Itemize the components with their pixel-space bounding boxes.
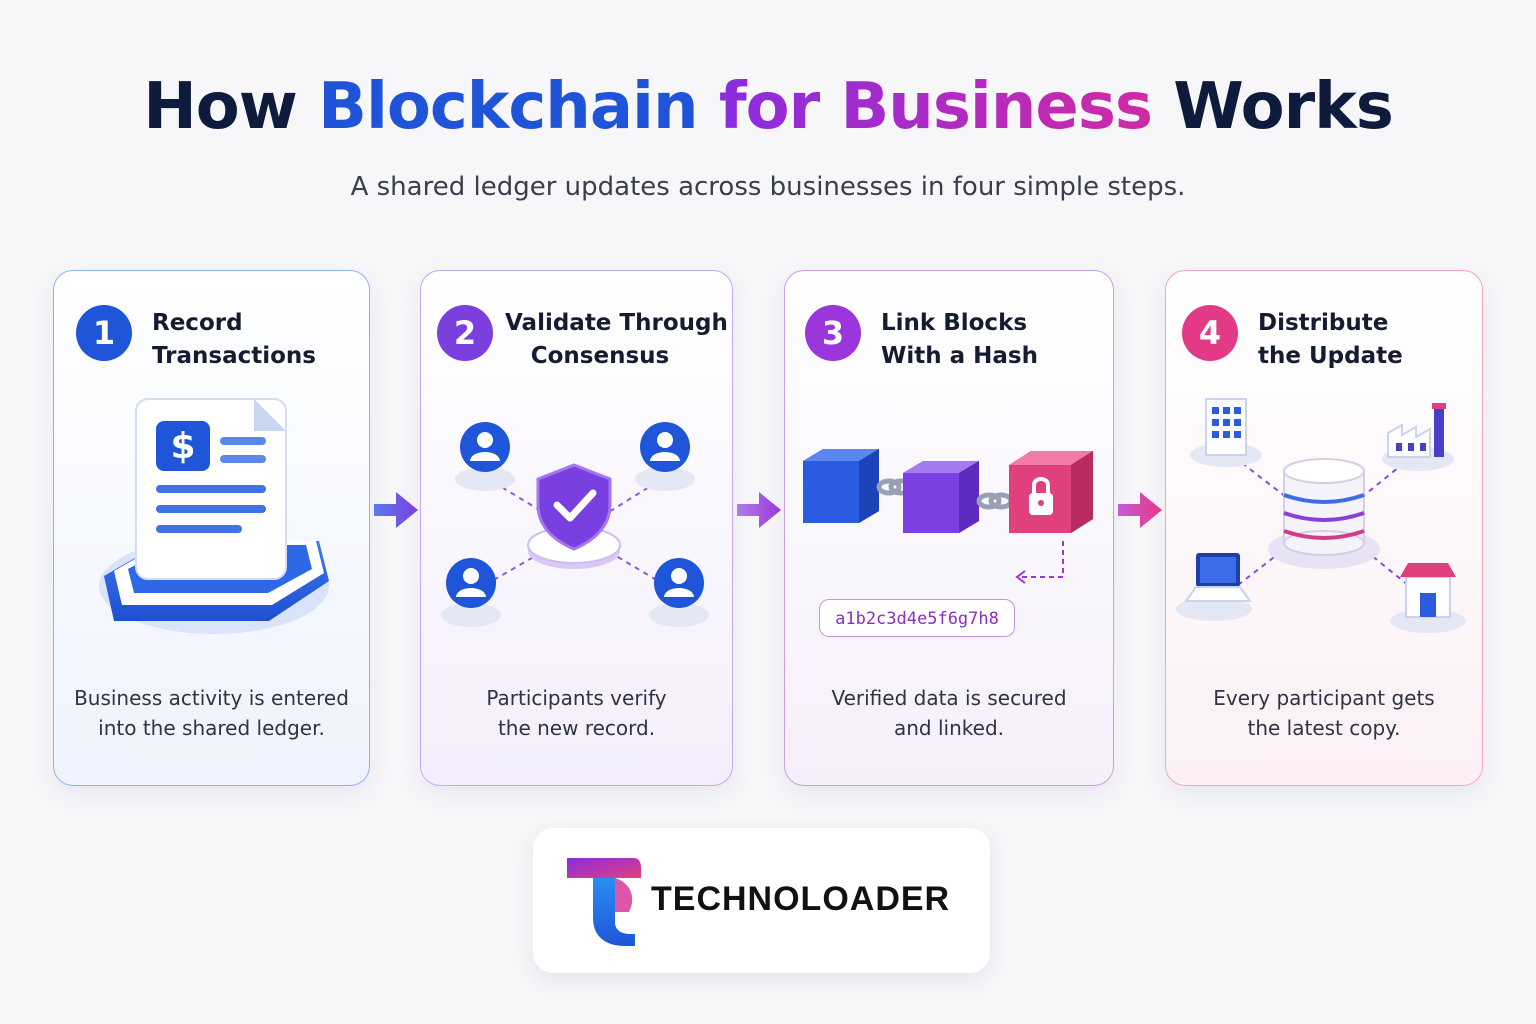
page-title: How Blockchain for Business Works	[0, 70, 1536, 144]
step-title: Record Transactions	[152, 307, 316, 373]
step-title: Link Blocks With a Hash	[881, 307, 1038, 373]
step-title-line1: Record	[152, 310, 243, 336]
participant-icon	[455, 422, 515, 491]
consensus-network-icon	[441, 422, 709, 627]
step-desc-line2: and linked.	[894, 716, 1004, 740]
laptop-icon	[1176, 553, 1252, 621]
step-card-link: 3 Link Blocks With a Hash	[784, 270, 1114, 786]
step-card-validate: 2 Validate Through Consensus	[420, 270, 733, 786]
block-purple-icon	[903, 461, 979, 533]
step-number-badge: 1	[76, 305, 132, 361]
technoloader-logo-icon	[567, 858, 641, 946]
step-description: Every participant gets the latest copy.	[1166, 683, 1482, 743]
arrow-right-icon	[1118, 492, 1162, 528]
chained-blocks-icon	[803, 449, 1093, 584]
title-word-business: for Business	[718, 70, 1153, 144]
step-card-distribute: 4 Distribute the Update	[1165, 270, 1483, 786]
storefront-icon	[1390, 563, 1466, 633]
step-desc-line1: Participants verify	[486, 686, 667, 710]
arrow-right-icon	[374, 492, 418, 528]
brand-logo-card: TECHNOLOADER	[533, 828, 990, 973]
factory-icon	[1382, 403, 1454, 471]
title-word-how: How	[143, 70, 298, 144]
step-desc-line1: Verified data is secured	[831, 686, 1067, 710]
step-title: Validate Through Consensus	[505, 307, 728, 373]
arrow-right-icon	[737, 492, 781, 528]
step-description: Verified data is secured and linked.	[785, 683, 1113, 743]
step-title-line2: the Update	[1258, 343, 1403, 369]
page-subtitle: A shared ledger updates across businesse…	[350, 172, 1186, 202]
block-pink-lock-icon	[1009, 451, 1093, 533]
step-desc-line1: Business activity is entered	[74, 686, 349, 710]
participant-icon	[649, 558, 709, 627]
title-word-works: Works	[1173, 70, 1393, 144]
step-number-badge: 4	[1182, 305, 1238, 361]
database-icon	[1283, 458, 1365, 556]
step-title-line1: Validate Through	[505, 310, 728, 336]
svg-text:$: $	[170, 426, 195, 467]
step-title-line1: Distribute	[1258, 310, 1389, 336]
step-title-line2: Transactions	[152, 343, 316, 369]
step-number-badge: 3	[805, 305, 861, 361]
step-desc-line1: Every participant gets	[1213, 686, 1435, 710]
step-title-line2: Consensus	[530, 343, 670, 369]
step-desc-line2: into the shared ledger.	[98, 716, 325, 740]
step-title: Distribute the Update	[1258, 307, 1403, 373]
document-dollar-icon: $	[99, 398, 329, 634]
participant-icon	[635, 422, 695, 491]
database-network-icon	[1176, 398, 1466, 633]
step-title-line1: Link Blocks	[881, 310, 1028, 336]
hash-value-tag: a1b2c3d4e5f6g7h8	[819, 599, 1015, 637]
office-building-icon	[1190, 398, 1262, 467]
block-blue-icon	[803, 449, 879, 523]
step-number-badge: 2	[437, 305, 493, 361]
shield-check-icon	[536, 463, 612, 551]
step-description: Participants verify the new record.	[421, 683, 732, 743]
step-title-line2: With a Hash	[881, 343, 1038, 369]
brand-name: TECHNOLOADER	[651, 880, 951, 918]
step-description: Business activity is entered into the sh…	[54, 683, 369, 743]
step-desc-line2: the new record.	[497, 716, 656, 740]
participant-icon	[441, 558, 501, 627]
title-word-blockchain: Blockchain	[318, 70, 698, 144]
step-desc-line2: the latest copy.	[1247, 716, 1401, 740]
step-card-record: 1 Record Transactions $ Business activit…	[53, 270, 370, 786]
